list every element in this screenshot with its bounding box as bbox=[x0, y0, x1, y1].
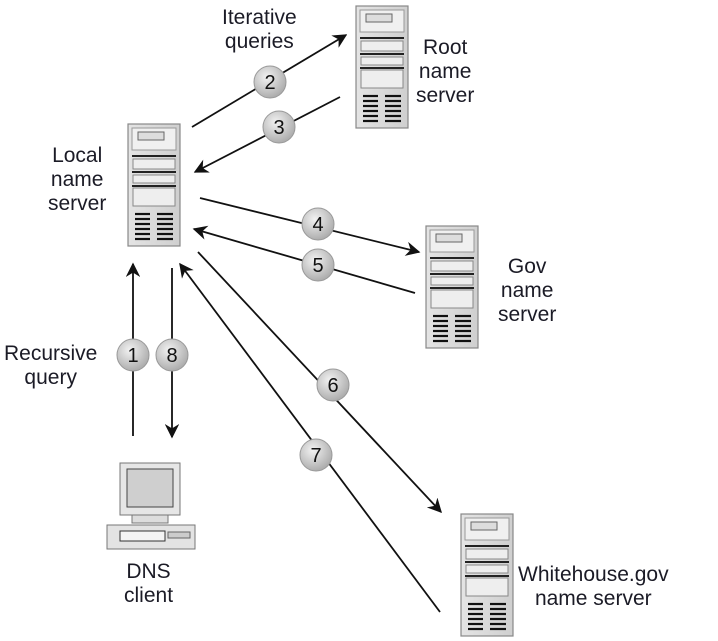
label-line: query bbox=[24, 366, 77, 389]
label-line: Recursive bbox=[4, 342, 98, 365]
label-line: Root bbox=[423, 36, 468, 59]
label-line: server bbox=[48, 192, 107, 215]
step-badge-4: 4 bbox=[301, 207, 335, 241]
label-line: name bbox=[418, 60, 472, 83]
gov-server-icon bbox=[424, 224, 480, 350]
badge-circle bbox=[299, 438, 333, 472]
local-server-label: Local name server bbox=[48, 144, 106, 216]
label-line: queries bbox=[224, 30, 294, 53]
label-line: Local bbox=[52, 144, 103, 167]
badge-number: 1 bbox=[127, 345, 138, 367]
badge-number: 4 bbox=[312, 214, 323, 236]
step-badge-8: 8 bbox=[155, 338, 189, 372]
label-line: server bbox=[498, 303, 557, 326]
label-line: name bbox=[50, 168, 104, 191]
root-server-label: Root name server bbox=[416, 36, 474, 108]
iterative-queries-label: Iterative queries bbox=[222, 6, 297, 54]
label-line: Iterative bbox=[222, 6, 297, 29]
label-line: Gov bbox=[507, 255, 547, 278]
badge-number: 3 bbox=[273, 117, 284, 139]
badge-number: 7 bbox=[310, 445, 321, 467]
badge-circle bbox=[155, 338, 189, 372]
badge-circle bbox=[301, 248, 335, 282]
badge-circle bbox=[262, 110, 296, 144]
step-badge-7: 7 bbox=[299, 438, 333, 472]
badge-circle bbox=[116, 338, 150, 372]
recursive-query-label: Recursive query bbox=[4, 342, 97, 390]
dns-client-label: DNS client bbox=[124, 560, 173, 608]
label-line: Whitehouse.gov bbox=[518, 563, 669, 586]
step-badge-6: 6 bbox=[316, 368, 350, 402]
whitehouse-server-label: Whitehouse.gov name server bbox=[518, 563, 669, 611]
label-line: name server bbox=[534, 587, 652, 610]
gov-server-label: Gov name server bbox=[498, 255, 556, 327]
badge-number: 6 bbox=[327, 375, 338, 397]
label-line: client bbox=[124, 584, 174, 607]
badge-number: 5 bbox=[312, 255, 323, 277]
label-line: name bbox=[500, 279, 554, 302]
local-server-icon bbox=[126, 122, 182, 248]
badge-circle bbox=[253, 65, 287, 99]
step-badge-5: 5 bbox=[301, 248, 335, 282]
step-badge-2: 2 bbox=[253, 65, 287, 99]
badge-circle bbox=[301, 207, 335, 241]
whitehouse-server-icon bbox=[459, 512, 515, 638]
arrow-7 bbox=[179, 262, 441, 613]
badge-number: 2 bbox=[264, 72, 275, 94]
step-badge-3: 3 bbox=[262, 110, 296, 144]
root-server-icon bbox=[354, 4, 410, 130]
badge-circle bbox=[316, 368, 350, 402]
step-badge-1: 1 bbox=[116, 338, 150, 372]
badge-number: 8 bbox=[166, 345, 177, 367]
desktop-computer-icon bbox=[106, 462, 196, 550]
label-line: DNS bbox=[126, 560, 171, 583]
label-line: server bbox=[416, 84, 475, 107]
